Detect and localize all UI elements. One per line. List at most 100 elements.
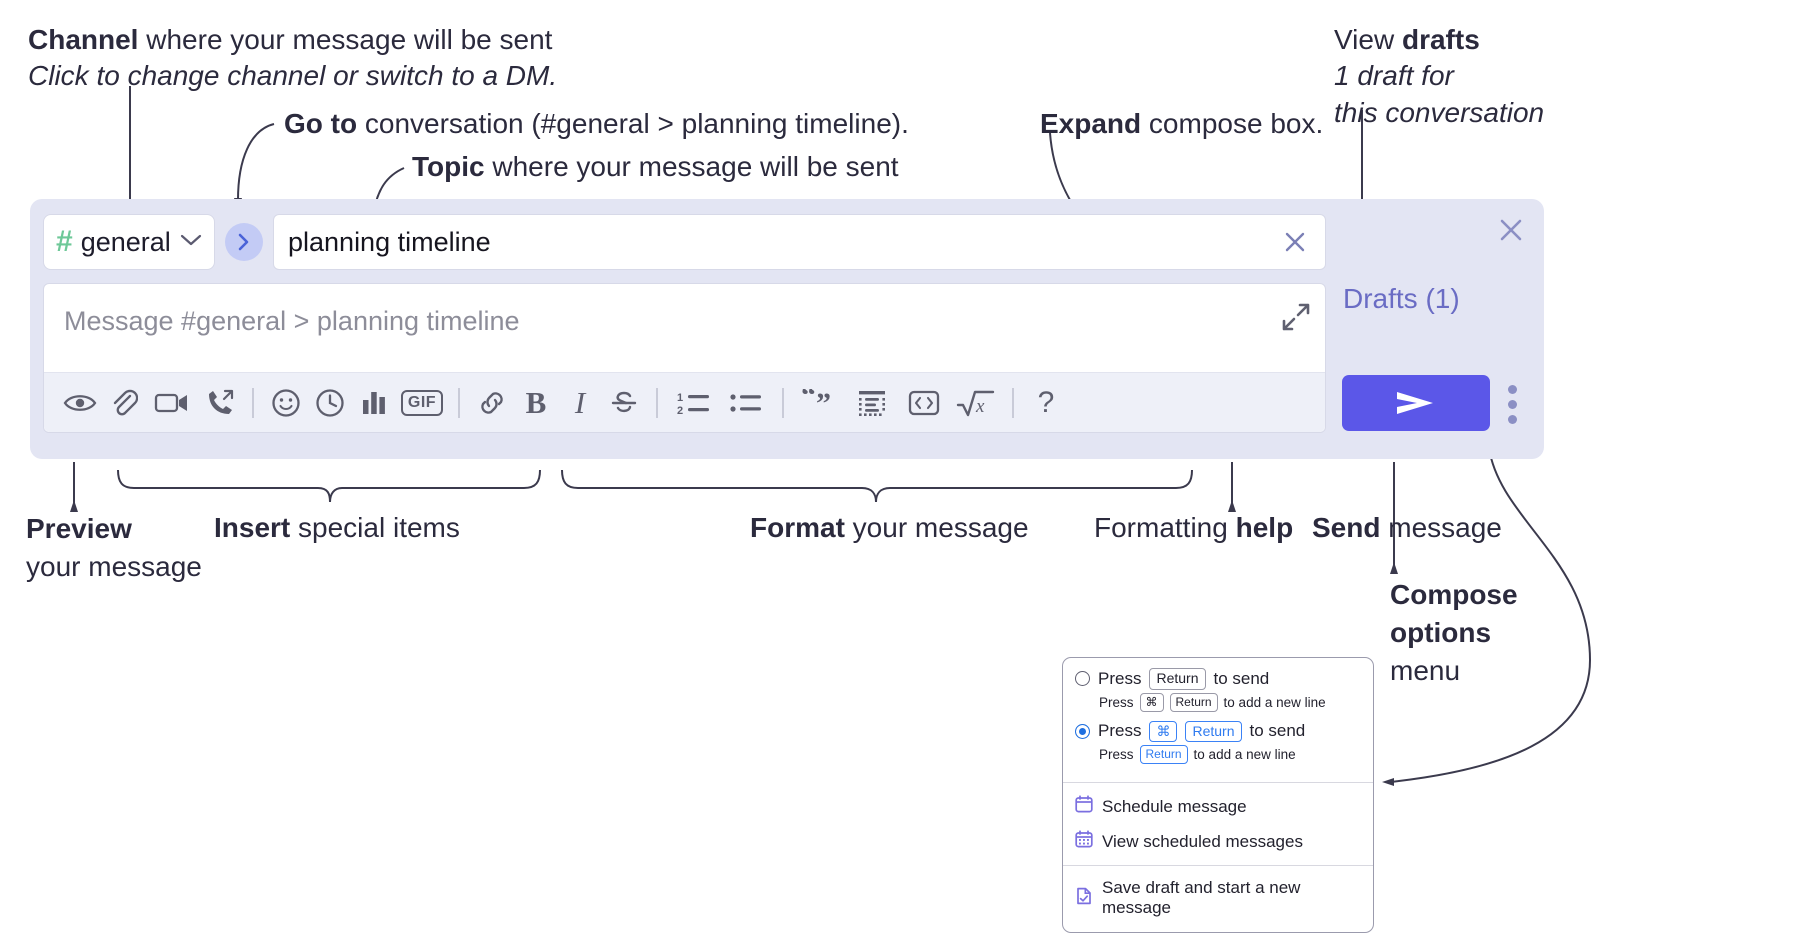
send-option-return-sub: Press ⌘ Return to add a new line xyxy=(1099,692,1361,712)
formatting-toolbar: GIF B I xyxy=(44,372,1325,432)
anno-compose-bold1: Compose xyxy=(1390,579,1518,610)
anno-format-rest: your message xyxy=(844,512,1029,543)
inline-code-icon[interactable] xyxy=(898,381,950,425)
svg-text:”: ” xyxy=(816,389,831,417)
close-icon[interactable] xyxy=(1279,226,1311,258)
anno-compose-bold2: options xyxy=(1390,616,1492,648)
close-icon[interactable] xyxy=(1494,213,1528,252)
key-command: ⌘ xyxy=(1149,720,1178,742)
radio-unselected[interactable] xyxy=(1075,671,1090,687)
key-return: Return xyxy=(1185,720,1242,742)
blockquote-icon[interactable]: “ ” xyxy=(794,381,846,425)
svg-text:x: x xyxy=(975,396,985,417)
anno-channel-bold: Channel xyxy=(28,24,139,55)
option1-sub-tail: to add a new line xyxy=(1223,694,1326,710)
clock-icon[interactable] xyxy=(308,381,352,425)
math-icon[interactable]: x xyxy=(950,381,1002,425)
send-option-cmd-return-sub: Press Return to add a new line xyxy=(1099,745,1361,764)
option1-sub-press: Press xyxy=(1099,694,1134,710)
attachment-icon[interactable] xyxy=(102,381,146,425)
calendar-icon xyxy=(1075,795,1093,818)
send-option-cmd-return[interactable]: Press ⌘ Return to send xyxy=(1075,720,1361,742)
send-option-return[interactable]: Press Return to send xyxy=(1075,668,1361,690)
hash-icon: # xyxy=(56,225,73,258)
gif-icon[interactable]: GIF xyxy=(396,381,448,425)
message-input[interactable]: Message #general > planning timeline xyxy=(43,283,1326,433)
toolbar-separator xyxy=(252,387,254,418)
anno-send-bold: Send xyxy=(1312,512,1381,543)
compose-header-row: # general planning timeline xyxy=(43,213,1326,271)
anno-compose-options: Compose options menu xyxy=(1390,576,1518,689)
topic-input[interactable]: planning timeline xyxy=(273,214,1326,270)
anno-drafts: View drafts 1 draft for this conversatio… xyxy=(1334,22,1544,131)
bulleted-list-icon[interactable] xyxy=(720,381,772,425)
topic-value: planning timeline xyxy=(288,226,491,257)
option2-sub-tail: to add a new line xyxy=(1193,747,1296,762)
compose-options-menu: Press Return to send Press ⌘ Return to a… xyxy=(1062,657,1374,933)
option1-tail: to send xyxy=(1213,668,1270,688)
anno-preview: Preview your message xyxy=(26,510,202,586)
message-placeholder: Message #general > planning timeline xyxy=(64,306,520,336)
emoji-icon[interactable] xyxy=(264,381,308,425)
bold-icon[interactable]: B xyxy=(514,381,558,425)
menu-item-save-draft[interactable]: Save draft and start a new message xyxy=(1063,872,1373,924)
toolbar-separator xyxy=(1012,387,1014,418)
anno-topic: Topic where your message will be sent xyxy=(412,149,899,185)
anno-format-bold: Format xyxy=(750,512,845,543)
kebab-dot xyxy=(1508,385,1517,394)
anno-help: Formatting help xyxy=(1094,510,1293,546)
channel-selector[interactable]: # general xyxy=(43,214,215,270)
bold-label: B xyxy=(525,384,547,420)
preview-icon[interactable] xyxy=(58,381,102,425)
menu-item-label: Schedule message xyxy=(1102,796,1247,816)
compose-widget: # general planning timeline xyxy=(30,199,1544,459)
option2-press: Press xyxy=(1098,721,1142,741)
italic-icon[interactable]: I xyxy=(558,381,602,425)
key-command: ⌘ xyxy=(1139,692,1164,712)
go-to-conversation-button[interactable] xyxy=(225,223,263,261)
anno-goto-rest: conversation (#general > planning timeli… xyxy=(357,108,909,139)
toolbar-separator xyxy=(782,387,784,418)
code-block-icon[interactable] xyxy=(846,381,898,425)
anno-send-rest: message xyxy=(1380,512,1502,543)
anno-expand: Expand compose box. xyxy=(1040,106,1323,142)
radio-selected[interactable] xyxy=(1075,723,1090,739)
poll-icon[interactable] xyxy=(352,381,396,425)
option2-sub-press: Press xyxy=(1099,747,1134,762)
chevron-down-icon xyxy=(180,233,202,252)
anno-insert-bold: Insert xyxy=(214,512,291,543)
menu-item-schedule-message[interactable]: Schedule message xyxy=(1063,789,1373,824)
menu-item-label: View scheduled messages xyxy=(1102,831,1303,851)
anno-send: Send message xyxy=(1312,510,1502,546)
anno-preview-rest: your message xyxy=(26,550,202,582)
menu-item-view-scheduled[interactable]: View scheduled messages xyxy=(1063,824,1373,859)
toolbar-separator xyxy=(656,387,658,418)
send-shortcut-options: Press Return to send Press ⌘ Return to a… xyxy=(1063,658,1373,782)
send-button[interactable] xyxy=(1342,375,1490,431)
gif-label: GIF xyxy=(400,389,444,416)
chevron-right-icon xyxy=(238,233,249,251)
call-icon[interactable] xyxy=(198,381,242,425)
anno-expand-rest: compose box. xyxy=(1141,108,1324,139)
toolbar-separator xyxy=(458,387,460,418)
help-label: ? xyxy=(1037,385,1055,419)
expand-icon[interactable] xyxy=(1281,302,1311,337)
key-return: Return xyxy=(1149,668,1206,690)
compose-options-button[interactable] xyxy=(1508,385,1517,424)
italic-label: I xyxy=(574,384,586,420)
anno-channel-rest: where your message will be sent xyxy=(138,24,553,55)
send-icon xyxy=(1397,392,1433,414)
ordered-list-icon[interactable]: 1 2 xyxy=(668,381,720,425)
strikethrough-icon[interactable] xyxy=(602,381,646,425)
drafts-link[interactable]: Drafts (1) xyxy=(1343,283,1460,314)
menu-item-label: Save draft and start a new message xyxy=(1102,878,1301,917)
kebab-dot xyxy=(1508,415,1517,424)
compose-right-panel: Drafts (1) xyxy=(1326,199,1544,459)
video-icon[interactable] xyxy=(146,381,198,425)
link-icon[interactable] xyxy=(470,381,514,425)
save-draft-icon xyxy=(1075,887,1093,910)
channel-name: general xyxy=(80,226,171,257)
anno-expand-bold: Expand xyxy=(1040,108,1142,139)
help-icon[interactable]: ? xyxy=(1024,381,1068,425)
